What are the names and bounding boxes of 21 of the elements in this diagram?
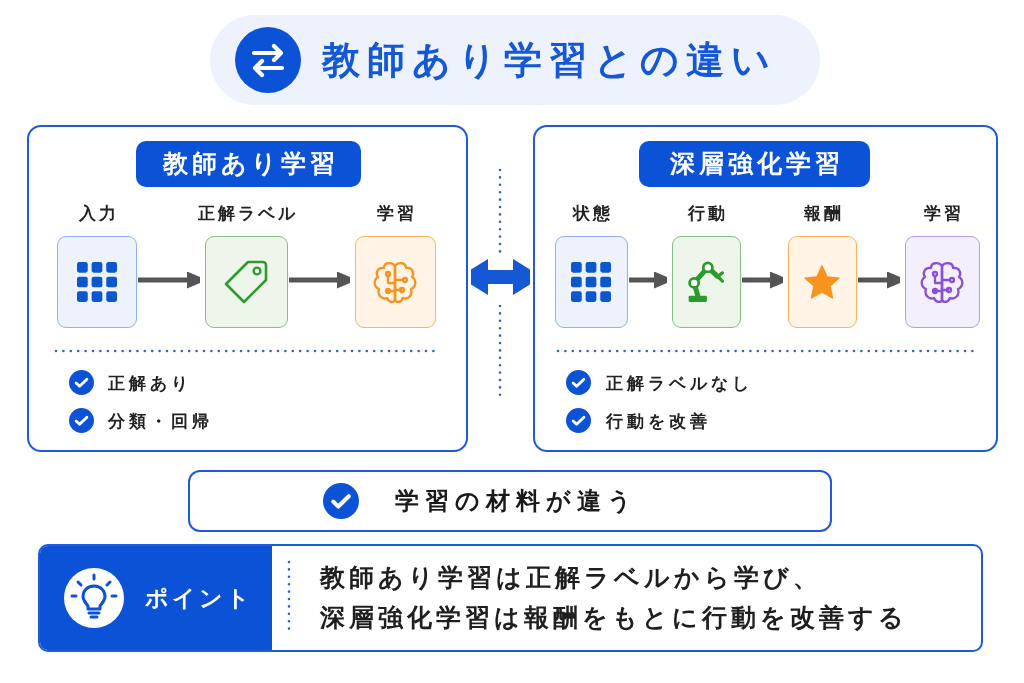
- point-card: [38, 544, 983, 652]
- comparison-panel: [27, 125, 468, 452]
- summary-text: 学習の材料が違う: [395, 486, 638, 517]
- title-text: 教師あり学習との違い: [322, 37, 777, 84]
- summary-box: [188, 470, 832, 532]
- step-label: 状態: [571, 202, 613, 225]
- step-label: 学習: [376, 202, 417, 225]
- step-label: 学習: [923, 202, 964, 225]
- checklist-item: 分類・回帰: [108, 410, 213, 433]
- comparison-panel: [533, 125, 998, 452]
- checklist-item: 正解ラベルなし: [606, 372, 753, 395]
- section-heading: 教師あり学習: [136, 141, 361, 187]
- step-label: 報酬: [803, 202, 844, 225]
- step-label: 入力: [77, 202, 119, 225]
- step-label: 行動: [687, 202, 728, 225]
- section-heading: 深層強化学習: [639, 141, 870, 187]
- point-text: 教師あり学習は正解ラベルから学び、深層強化学習は報酬をもとに行動を改善する: [320, 562, 909, 634]
- point-label: ポイント: [145, 584, 253, 613]
- step-label: 正解ラベル: [197, 202, 298, 225]
- checklist-item: 正解あり: [108, 372, 192, 395]
- checklist-item: 行動を改善: [606, 410, 711, 433]
